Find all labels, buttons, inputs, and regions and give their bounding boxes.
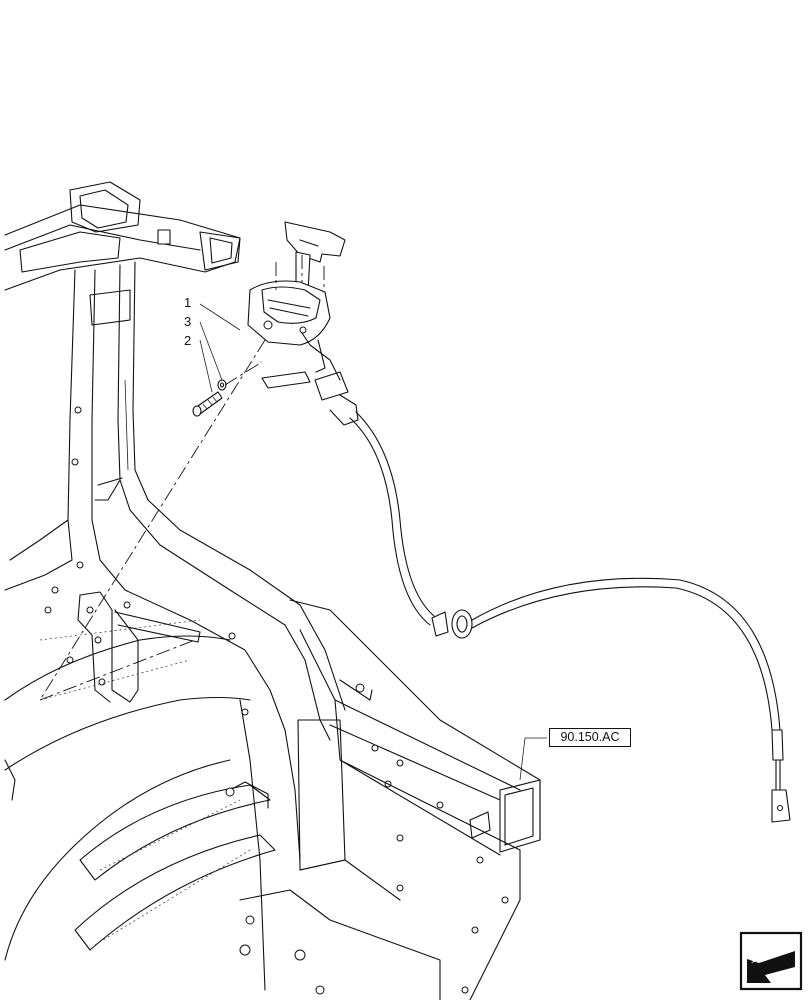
arrow-back-icon[interactable] [737,929,805,993]
cab-frame-top-beam [4,181,241,291]
fastener-bolt [192,391,223,417]
cab-frame-pillar [4,261,346,861]
frame-square-tube [289,599,541,856]
control-cable [349,411,791,823]
fastener-washer [217,379,227,391]
callout-leader-lines [199,303,547,781]
arrow-back-icon-graphic [739,931,803,991]
mounting-bracket [39,591,201,703]
callout-2: 2 [184,333,192,348]
callout-3: 3 [184,314,192,329]
assembly-center-lines [39,339,266,701]
reference-label: 90.150.AC [560,730,620,744]
callout-1: 1 [184,295,192,310]
reference-link-90-150-ac[interactable]: 90.150.AC [549,728,631,747]
control-lever-assembly [247,221,359,426]
cab-lower-panel [4,635,276,991]
cab-frame-rear-pillar [239,719,521,1000]
